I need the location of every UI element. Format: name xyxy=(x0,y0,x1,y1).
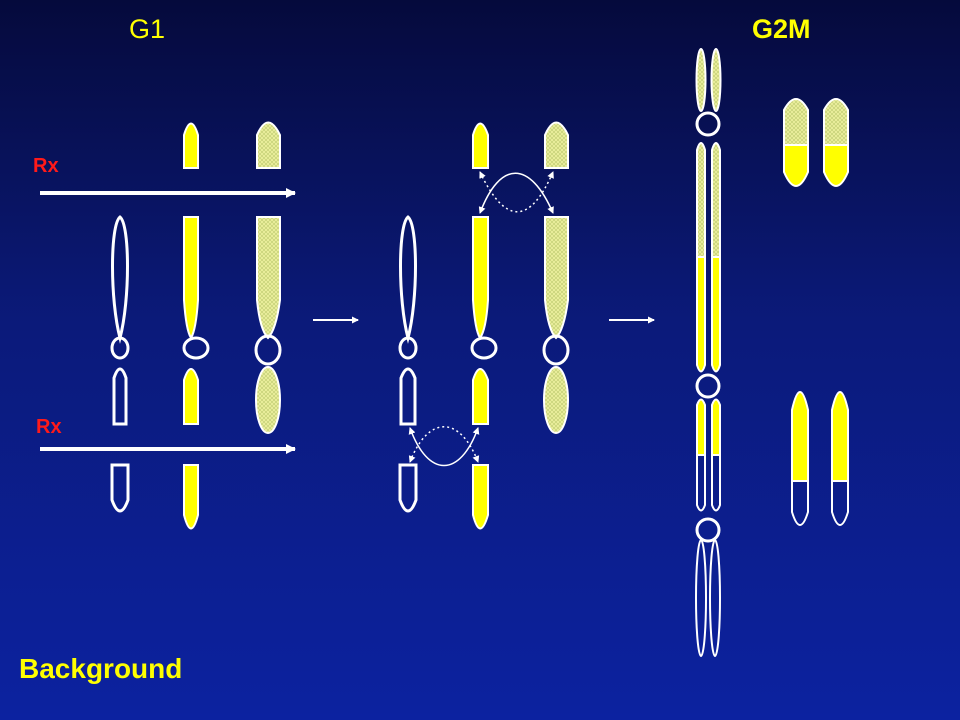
rx-label-top: Rx xyxy=(33,155,59,177)
chromosome-set-rejoin xyxy=(398,121,570,530)
g2m-phase-label: G2M xyxy=(752,14,811,44)
exchange-arrows-top xyxy=(478,171,554,214)
yellow-chromosome-2 xyxy=(470,122,498,530)
chromosome-set-g1 xyxy=(40,121,296,530)
rx-label-bottom: Rx xyxy=(36,416,62,438)
background-caption: Background xyxy=(19,653,183,684)
white-chromosome-2 xyxy=(398,215,418,513)
hatched-chromosome-2 xyxy=(542,121,570,434)
acentric-fragments-top xyxy=(783,98,849,187)
dicentric-chromosome xyxy=(695,48,722,657)
yellow-chromosome-1 xyxy=(182,122,210,530)
exchange-arrows-bottom xyxy=(408,426,480,467)
chromosome-set-g2m xyxy=(695,48,849,657)
hatched-chromosome-1 xyxy=(254,121,282,434)
white-chromosome-1 xyxy=(110,215,130,513)
g1-phase-label: G1 xyxy=(129,14,166,44)
acentric-fragments-bottom xyxy=(791,391,849,526)
